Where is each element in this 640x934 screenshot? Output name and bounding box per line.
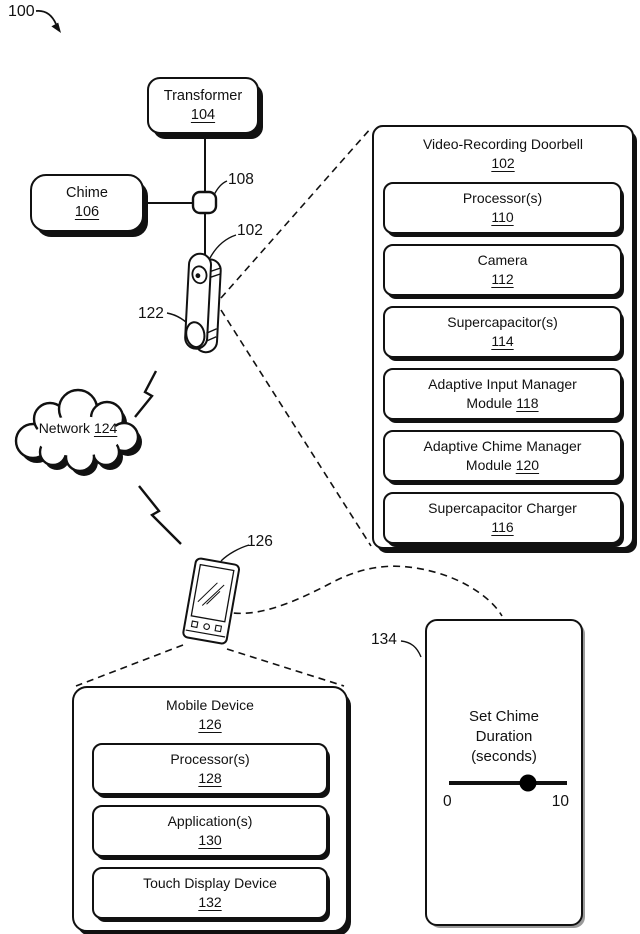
module-box-128: Processor(s) 128 [92, 743, 328, 795]
chime-settings-screen: Set Chime Duration (seconds) 0 10 [425, 619, 583, 926]
doorbell-box-title-text: Video-Recording Doorbell [422, 136, 584, 152]
network-ref: 124 [93, 420, 118, 436]
ref-label-126: 126 [247, 533, 273, 550]
ref-label-134: 134 [371, 631, 397, 648]
leader-102 [209, 234, 237, 259]
module-box-120: Adaptive Chime Manager Module 120 [383, 430, 622, 482]
module-box-112: Camera 112 [383, 244, 622, 296]
transformer-ref: 104 [190, 106, 216, 123]
phone-detail-fan-lines [75, 644, 345, 687]
module-box-116: Supercapacitor Charger 116 [383, 492, 622, 544]
chime-label: Chime [66, 185, 108, 201]
chime-ref: 106 [74, 204, 100, 220]
doorbell-box-title: Video-Recording Doorbell 102 [374, 127, 632, 173]
doorbell-side-bands [205, 267, 222, 342]
mobile-box-ref: 126 [198, 716, 222, 732]
wireless-link-icons [134, 370, 182, 545]
figure-pointer-arrow [35, 10, 61, 33]
module-box-110: Processor(s) 110 [383, 182, 622, 234]
slider-max-label: 10 [551, 793, 569, 810]
module-box-114: Supercapacitor(s) 114 [383, 306, 622, 358]
leader-134 [400, 640, 422, 658]
module-box-130: Application(s) 130 [92, 805, 328, 857]
doorbell-detail-box: Video-Recording Doorbell 102 Processor(s… [372, 125, 634, 549]
mobile-detail-box: Mobile Device 126 Processor(s) 128 Appli… [72, 686, 348, 932]
network-cloud [14, 388, 142, 476]
ref-label-108: 108 [228, 171, 254, 188]
ref-label-102: 102 [237, 222, 263, 239]
network-label: Network 124 [32, 420, 124, 437]
mobile-box-title-text: Mobile Device [166, 697, 254, 713]
doorbell-button [185, 321, 206, 349]
chime-box: Chime 106 [30, 174, 144, 232]
set-chime-duration-label: Set Chime Duration (seconds) [468, 708, 540, 765]
doorbell-detail-fan-lines [220, 127, 372, 547]
leader-108 [213, 180, 228, 196]
ref-label-122: 122 [138, 305, 164, 322]
mobile-box-title: Mobile Device 126 [74, 688, 346, 734]
module-box-132: Touch Display Device 132 [92, 867, 328, 919]
doorbell-camera-lens [195, 273, 201, 279]
chime-duration-slider-track[interactable] [449, 774, 567, 792]
phone-screen-shine [197, 582, 225, 606]
lightning-icon-lower [138, 485, 182, 545]
module-box-118: Adaptive Input Manager Module 118 [383, 368, 622, 420]
leader-126 [220, 544, 250, 562]
doorbell-sketch [184, 252, 222, 354]
chime-duration-slider-knob[interactable] [519, 774, 537, 792]
figure-ref-label: 100 [8, 3, 35, 20]
phone-sketch [182, 557, 240, 645]
phone-nav-buttons [190, 620, 223, 633]
junction-node [191, 190, 218, 215]
lightning-icon-upper [134, 370, 158, 418]
phone-screen-area [190, 563, 235, 623]
transformer-box: Transformer 104 [147, 77, 259, 134]
phone-screen-link-curve [221, 565, 503, 617]
slider-min-label: 0 [443, 793, 452, 810]
transformer-label: Transformer [163, 87, 243, 104]
wire-connectors [144, 132, 206, 262]
network-name: Network [38, 420, 91, 436]
doorbell-box-ref: 102 [491, 155, 515, 171]
